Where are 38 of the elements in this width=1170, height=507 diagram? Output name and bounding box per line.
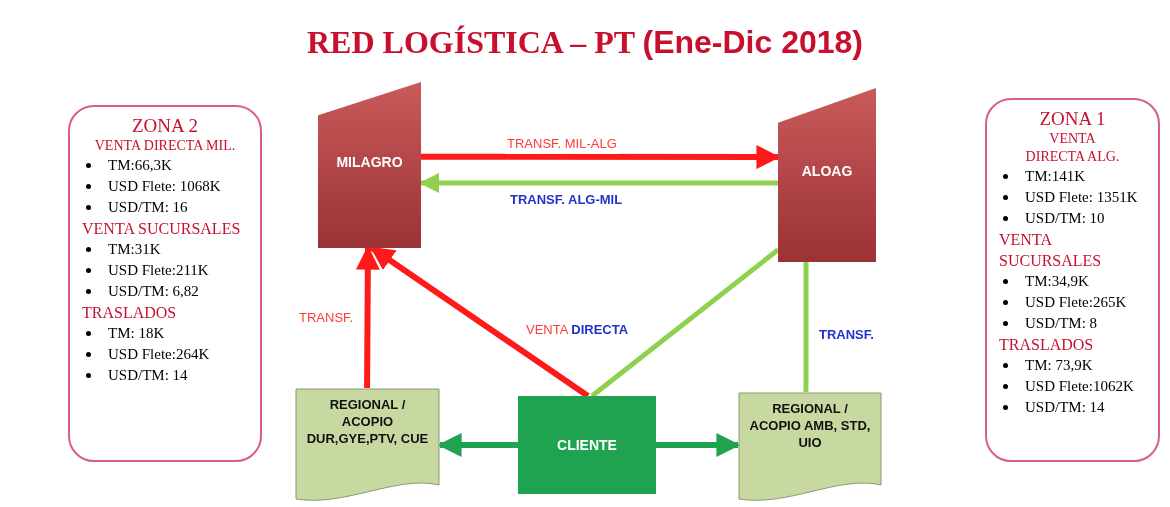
document-label: REGIONAL / ACOPIO AMB, STD, UIO xyxy=(748,400,872,451)
arrow xyxy=(656,433,741,457)
plant-label: ALOAG xyxy=(800,162,854,182)
section-heading: TRASLADOS xyxy=(82,303,178,323)
plant-block xyxy=(318,82,421,248)
list-item: USD Flete:211K xyxy=(108,261,209,280)
list-item: USD/TM: 10 xyxy=(1025,209,1105,228)
section-heading: VENTA SUCURSALES xyxy=(82,219,242,239)
section-heading: VENTA SUCURSALES xyxy=(999,230,1103,271)
document-label: REGIONAL / ACOPIO DUR,GYE,PTV, CUE xyxy=(305,396,430,447)
plant-label: MILAGRO xyxy=(335,152,404,172)
plant-block xyxy=(778,88,876,262)
list-item: USD/TM: 8 xyxy=(1025,314,1098,333)
list-item: USD Flete:264K xyxy=(108,345,210,364)
list-item: USD/TM: 14 xyxy=(1025,398,1105,417)
list-item: TM:66,3K xyxy=(108,156,172,175)
list-item: TM:141K xyxy=(1025,167,1085,186)
list-item: USD Flete:265K xyxy=(1025,293,1127,312)
section-heading: VENTA DIRECTA MIL. xyxy=(93,137,237,155)
list-item: USD Flete: 1068K xyxy=(108,177,221,196)
section-heading: VENTA DIRECTA ALG. xyxy=(1024,130,1121,166)
section-heading: TRASLADOS xyxy=(999,335,1095,355)
list-item: USD/TM: 14 xyxy=(108,366,188,385)
list-item: TM:34,9K xyxy=(1025,272,1089,291)
info-card xyxy=(985,98,1160,462)
list-item: USD Flete:1062K xyxy=(1025,377,1134,396)
list-item: USD/TM: 6,82 xyxy=(108,282,199,301)
list-item: TM:31K xyxy=(108,240,161,259)
client-box xyxy=(518,396,656,494)
zone-heading: ZONA 1 xyxy=(1038,108,1107,130)
zone-heading: ZONA 2 xyxy=(131,115,199,137)
list-item: USD Flete: 1351K xyxy=(1025,188,1138,207)
list-item: USD/TM: 16 xyxy=(108,198,188,217)
list-item: TM: 18K xyxy=(108,324,165,343)
info-card xyxy=(68,105,262,462)
list-item: TM: 73,9K xyxy=(1025,356,1093,375)
client-label: CLIENTE xyxy=(557,435,617,455)
title: RED LOGÍSTICA – PT (Ene-Dic 2018) xyxy=(306,23,864,62)
